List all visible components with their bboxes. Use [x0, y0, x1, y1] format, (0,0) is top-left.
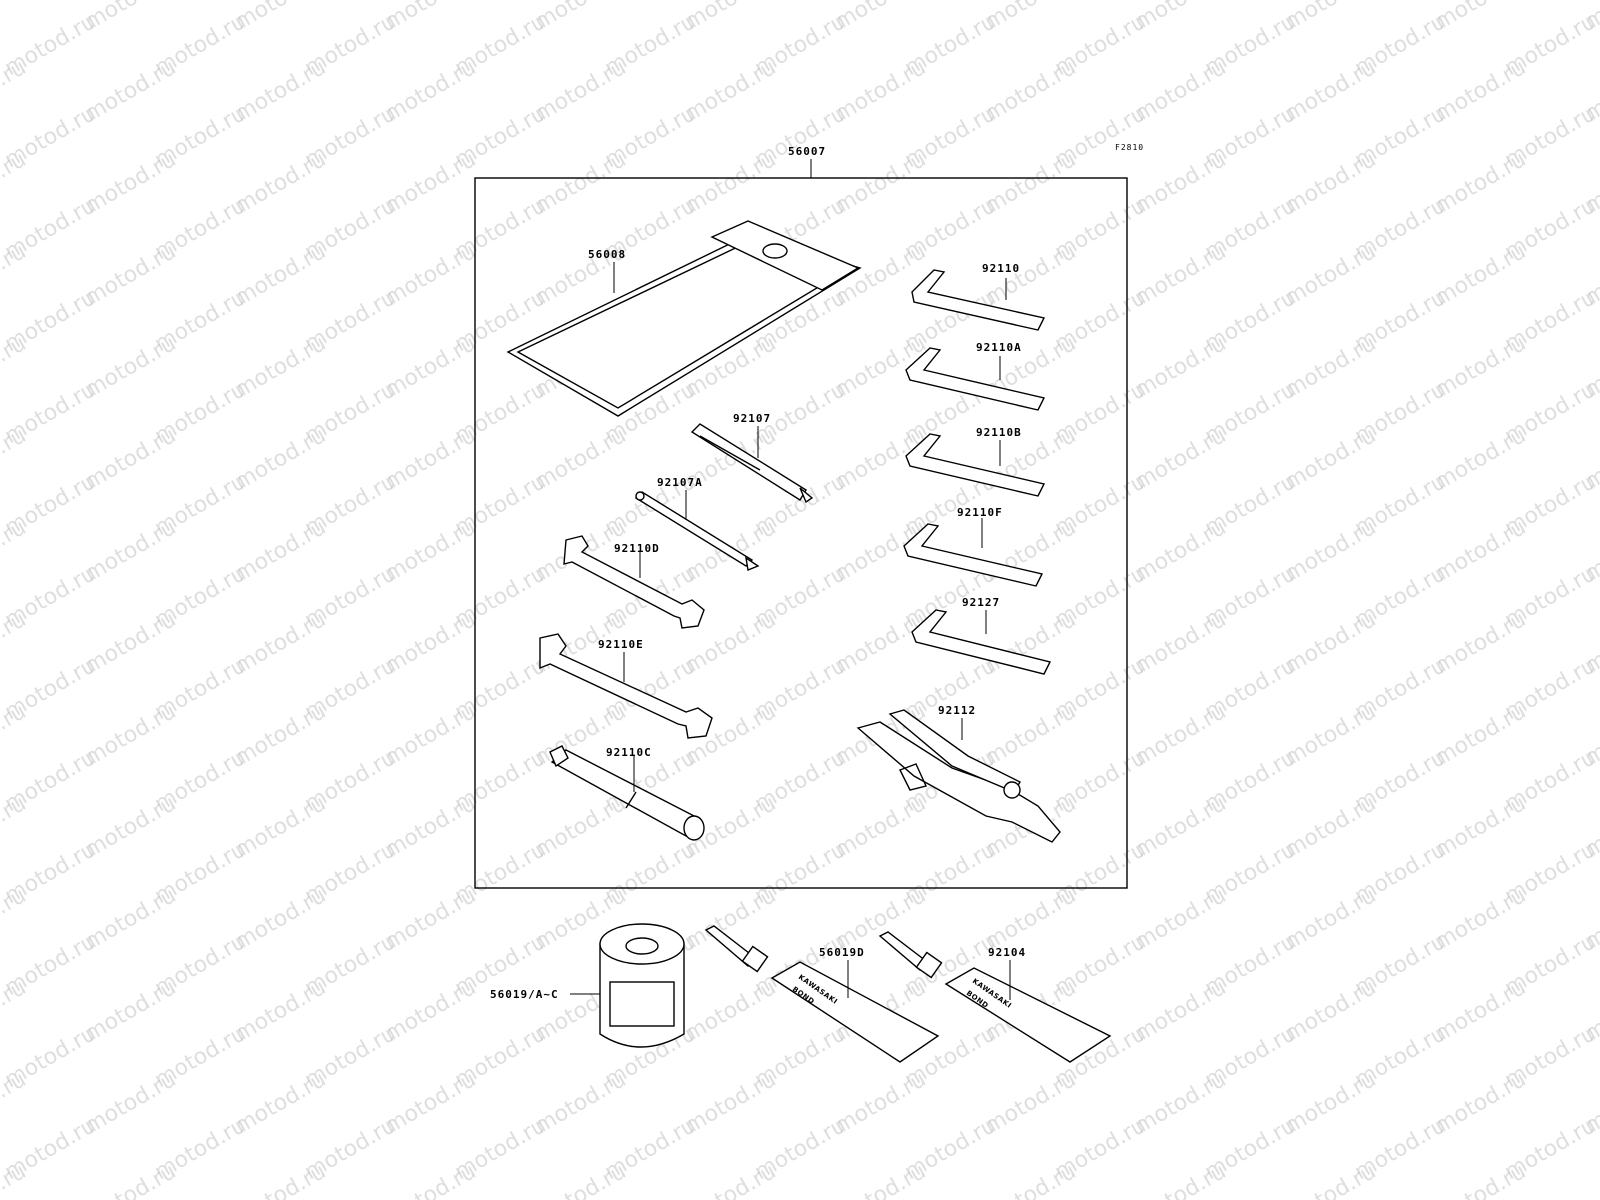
hex-key-a-body: [905, 347, 1046, 411]
tool-kit-assembly[interactable]: 56007: [474, 145, 1128, 889]
pouch-body: [506, 234, 862, 417]
screwdriver-b-tip: [745, 556, 760, 571]
can-label: [609, 981, 675, 1027]
kit-frame: [474, 177, 1128, 889]
hex-key-127-body: [911, 609, 1052, 675]
watermark-text: motod.ru: [1281, 1159, 1381, 1200]
label-wrench-e: 92110E: [598, 638, 644, 651]
socket-wrench-92110c[interactable]: 92110C: [549, 745, 705, 841]
pouch-snap-button: [762, 243, 788, 259]
pliers-handle-lower: [856, 721, 1061, 843]
hex-key-f-body: [903, 523, 1044, 587]
pliers-handle-upper: [888, 709, 1021, 793]
screwdriver-92107[interactable]: 92107: [690, 412, 814, 504]
hex-key-92110b[interactable]: 92110B: [905, 426, 1046, 497]
watermark-text: motod.ru: [831, 1159, 931, 1200]
watermark-text: motod.ru: [0, 0, 30, 35]
hex-key-92110a[interactable]: 92110A: [905, 341, 1046, 411]
label-hex-a: 92110A: [976, 341, 1022, 354]
pliers-92112[interactable]: 92112: [856, 704, 1061, 843]
bond-tube-56019d[interactable]: KAWASAKI BOND 56019D: [704, 925, 940, 1063]
tube-2-cap: [915, 951, 943, 979]
label-pouch: 56008: [588, 248, 626, 261]
label-grease-can: 56019/A~C: [490, 988, 559, 1001]
screwdriver-b-end: [635, 491, 645, 501]
label-screwdriver-a: 92107: [733, 412, 771, 425]
socket-opening: [683, 815, 705, 841]
can-opening: [625, 937, 659, 955]
screwdriver-92107a[interactable]: 92107A: [634, 476, 760, 571]
grease-can-56019[interactable]: 56019/A~C: [490, 923, 685, 1048]
watermark-text: motod.ru: [681, 1159, 781, 1200]
hex-key-92110f[interactable]: 92110F: [903, 506, 1044, 587]
hex-key-b-body: [905, 433, 1046, 497]
figure-code: F2810: [1115, 143, 1144, 152]
watermark-text: motod.ru: [981, 1159, 1081, 1200]
tube-2-body: [944, 967, 1112, 1063]
socket-hex-end: [549, 745, 569, 768]
label-hex-127: 92127: [962, 596, 1000, 609]
screwdriver-shaft: [690, 423, 807, 501]
label-screwdriver-b: 92107A: [657, 476, 703, 489]
pliers-grip-pattern: [899, 763, 927, 791]
label-hex-b: 92110B: [976, 426, 1022, 439]
bond-tube-92104[interactable]: KAWASAKI BOND 92104: [878, 931, 1112, 1063]
open-end-wrench-92110d[interactable]: 92110D: [563, 535, 705, 629]
wrench-d-body: [563, 535, 705, 629]
hex-key-92110[interactable]: 92110: [911, 262, 1046, 331]
label-hex-1: 92110: [982, 262, 1020, 275]
tool-pouch[interactable]: 56008: [506, 220, 862, 417]
watermark-text: motod.ru: [231, 1159, 331, 1200]
socket-ring: [625, 791, 637, 809]
watermark-text: motod.ru: [381, 1159, 481, 1200]
label-socket: 92110C: [606, 746, 652, 759]
label-kit: 56007: [788, 145, 826, 158]
screwdriver-shaft-edge: [699, 435, 761, 471]
label-pliers: 92112: [938, 704, 976, 717]
screwdriver-tip: [799, 487, 814, 504]
hex-key-92127[interactable]: 92127: [911, 596, 1052, 675]
tube-d-body: [770, 961, 940, 1063]
open-end-wrench-92110e[interactable]: 92110E: [539, 633, 713, 739]
watermark-text: motod.ru: [1431, 1159, 1531, 1200]
tube-d-cap: [741, 945, 769, 973]
label-wrench-d: 92110D: [614, 542, 660, 555]
watermark-text: motod.ru: [1131, 1159, 1231, 1200]
pliers-pivot: [1003, 781, 1021, 799]
hex-key-1-body: [911, 269, 1046, 331]
watermark-text: motod.ru: [1581, 1159, 1600, 1200]
label-bond-tube-2: 92104: [988, 946, 1026, 959]
watermark-text: motod.ru: [81, 1159, 181, 1200]
label-hex-f: 92110F: [957, 506, 1003, 519]
label-bond-tube-d: 56019D: [819, 946, 865, 959]
can-body: [599, 943, 685, 1048]
watermark-text: motod.ru: [531, 1159, 631, 1200]
wrench-e-body: [539, 633, 713, 739]
